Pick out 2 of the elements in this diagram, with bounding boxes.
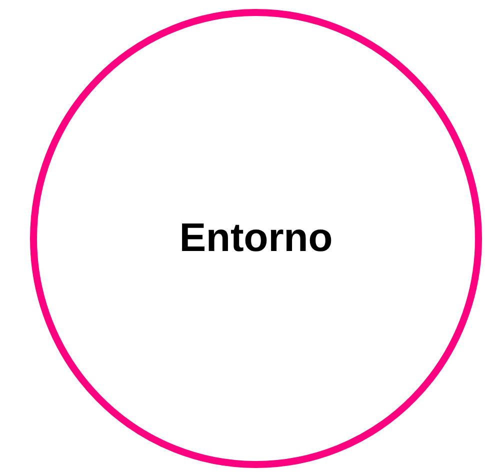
node-label: Entorno (179, 216, 333, 261)
circle-node (30, 9, 482, 468)
